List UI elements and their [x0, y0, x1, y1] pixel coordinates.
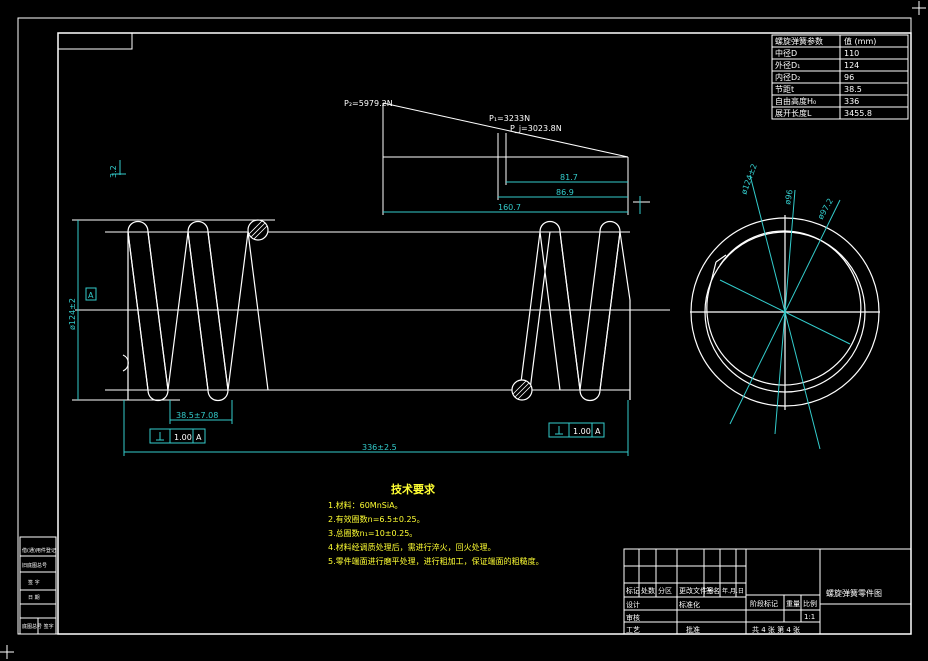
tolerance-value: 1.00 [573, 427, 591, 436]
params-row-value: 3455.8 [844, 109, 872, 118]
strip-label: 旧底图总号 [22, 562, 47, 569]
tech-req-item: 4.材料经调质处理后，需进行淬火，回火处理。 [328, 542, 496, 552]
tech-req-item: 1.材料：60MnSiA。 [328, 500, 403, 510]
strip-label: 日 期 [28, 595, 40, 601]
params-row-name: 节距t [775, 85, 794, 94]
tech-req-title: 技术要求 [391, 482, 436, 496]
title-approve: 批准 [686, 625, 700, 634]
length-dim: 336±2.5 [362, 443, 397, 452]
load-dim-1: 81.7 [560, 173, 578, 182]
title-scale: 1:1 [804, 613, 815, 621]
datum-box [85, 287, 97, 301]
title-row-label: 签名 [706, 586, 720, 595]
params-row-name: 内径D₂ [775, 72, 800, 82]
diameter-dim: ø124±2 [68, 298, 77, 330]
params-row-value: 38.5 [844, 85, 862, 94]
title-row-label: 标记 [626, 586, 640, 595]
title-design: 设计 [626, 600, 640, 609]
spring-front-view: ø124±2 38.5±7.08 336±2.5 3.2 A [68, 165, 670, 456]
title-sheet: 共 4 张 第 4 张 [752, 625, 800, 634]
tolerance-datum: A [196, 433, 202, 442]
title-stage-mark: 阶段标记 [750, 599, 778, 608]
load-pj-label: P_j=3023.8N [510, 124, 562, 133]
drawing-name: 螺旋弹簧零件图 [826, 588, 882, 598]
params-row-name: 自由高度H₀ [775, 96, 816, 106]
pitch-dim: 38.5±7.08 [176, 411, 218, 420]
drawing-frame [17, 17, 912, 635]
params-row-name: 中径D [775, 48, 797, 58]
title-block: 标记 处数 分区 更改文件号 签名 年.月.日 设计 标准化 审核 工艺 批准 … [623, 548, 912, 635]
strip-label: 签 字 [28, 579, 40, 586]
tech-req-item: 3.总圈数n₁=10±0.25。 [328, 528, 417, 538]
title-row-label: 更改文件号 [679, 586, 714, 595]
title-review: 审核 [626, 613, 640, 622]
tolerance-datum: A [595, 427, 601, 436]
params-table: 螺旋弹簧参数 值 (mm) 中径D 110 外径D₁ 124 内径D₂ 96 节… [771, 34, 909, 120]
title-row-label: 处数 [641, 586, 655, 595]
tolerance-right: 1.00 A [548, 422, 605, 438]
end-dim-a: ø124±2 [739, 163, 758, 196]
end-dim-b: ø96 [783, 189, 794, 205]
tech-req-item: 2.有效圈数n=6.5±0.25。 [328, 514, 425, 524]
tolerance-value: 1.00 [174, 433, 192, 442]
load-p2-label: P₂=5979.2N [344, 99, 393, 108]
datum-label: A [88, 291, 94, 300]
tech-req-item: 5.零件端面进行磨平处理，进行粗加工，保证端面的粗糙度。 [328, 556, 544, 566]
roughness-label: 3.2 [109, 165, 118, 178]
params-row-value: 124 [844, 61, 859, 70]
load-p1-label: P₁=3233N [489, 114, 530, 123]
load-diagram: P₂=5979.2N P₁=3233N P_j=3023.8N 81.7 86.… [112, 99, 650, 215]
params-header-value: 值 (mm) [844, 36, 876, 46]
left-strip: 借(通)用件登记 旧底图总号 签 字 日 期 底图总号 签字 [19, 536, 57, 635]
load-dim-2: 86.9 [556, 188, 574, 197]
title-row-label: 分区 [658, 586, 672, 595]
strip-label: 底图总号 签字 [22, 623, 54, 630]
tolerance-left: 1.00 A [149, 428, 206, 444]
params-row-name: 展开长度L [775, 108, 812, 118]
load-dim-3: 160.7 [498, 203, 521, 212]
params-row-value: 336 [844, 97, 859, 106]
params-row-value: 110 [844, 49, 859, 58]
end-dim-c: ø97.2 [816, 197, 835, 221]
params-row-value: 96 [844, 73, 854, 82]
title-scale-label: 比例 [803, 599, 817, 608]
params-header-param: 螺旋弹簧参数 [775, 36, 823, 46]
tech-requirements: 技术要求 1.材料：60MnSiA。 2.有效圈数n=6.5±0.25。 3.总… [328, 482, 544, 566]
strip-label: 借(通)用件登记 [22, 547, 56, 554]
title-standardize: 标准化 [679, 600, 700, 609]
title-process: 工艺 [626, 626, 640, 634]
title-weight: 重量 [786, 600, 800, 608]
title-row-label: 年.月.日 [722, 587, 744, 595]
end-view: ø124±2 ø96 ø97.2 [690, 163, 880, 450]
params-row-name: 外径D₁ [775, 60, 800, 70]
